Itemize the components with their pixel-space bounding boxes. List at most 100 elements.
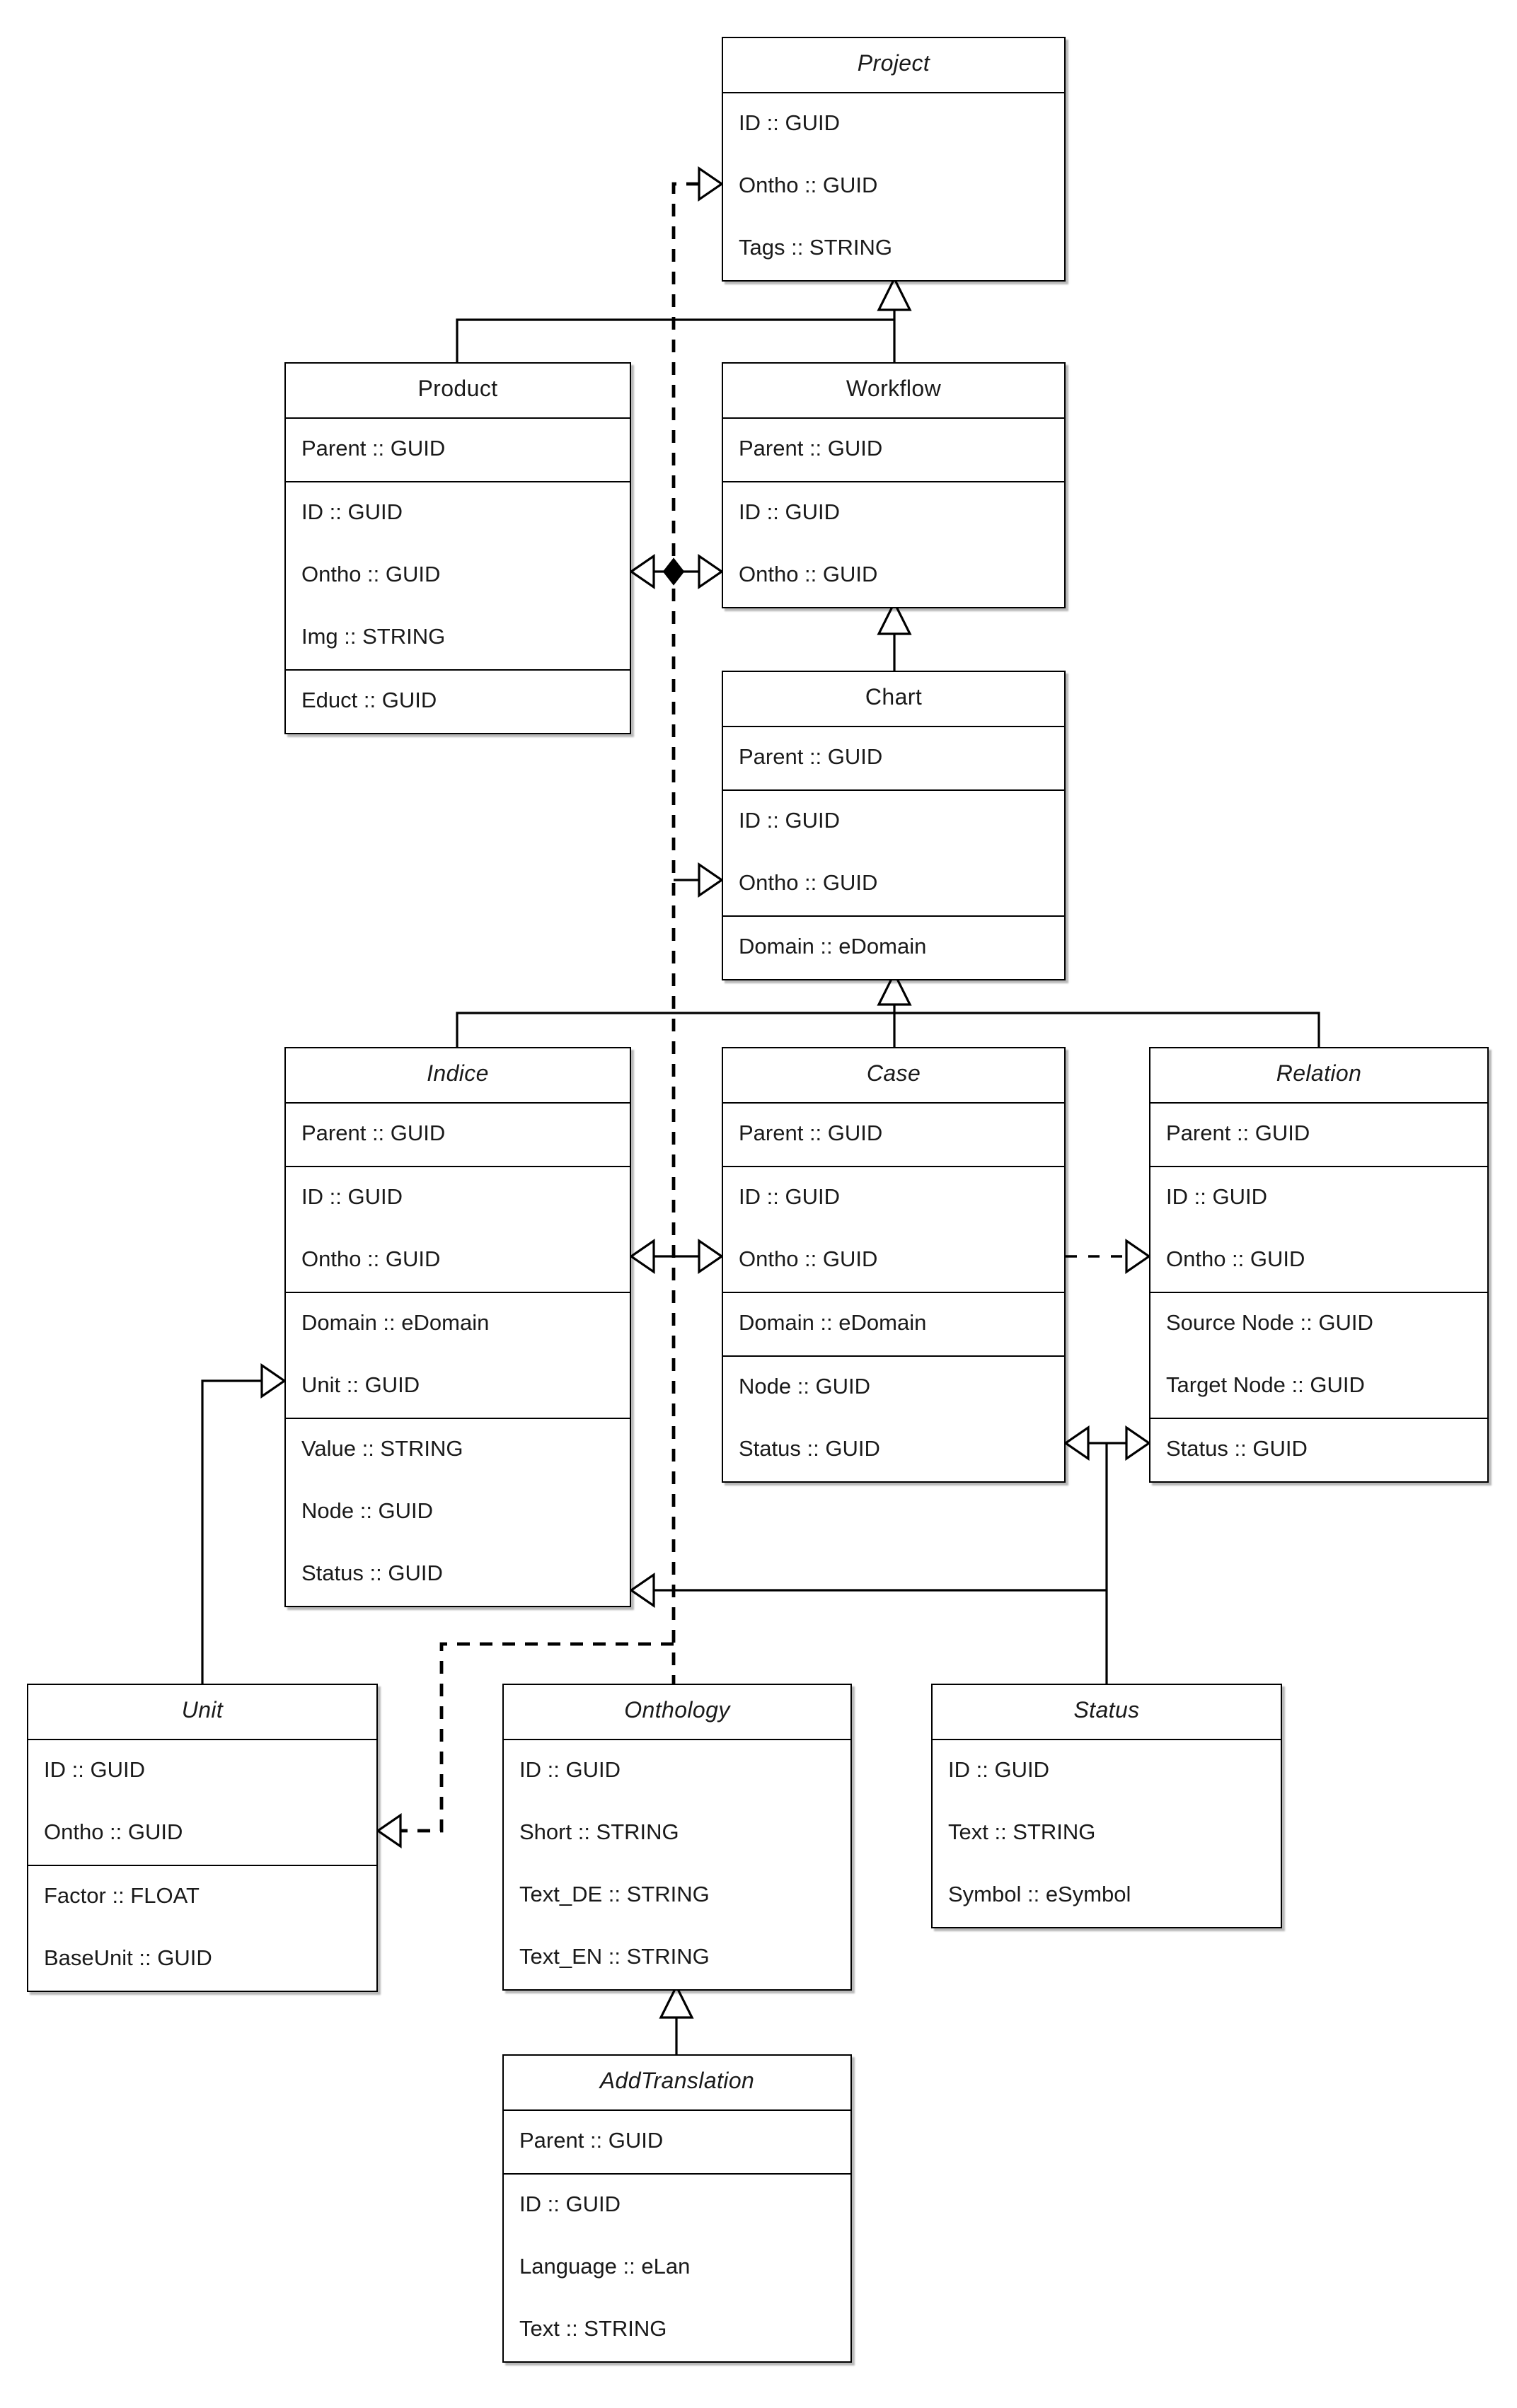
attribute-row: BaseUnit :: GUID xyxy=(44,1947,212,1971)
class-title-addtranslation: AddTranslation xyxy=(599,2070,755,2094)
attribute-row: Status :: GUID xyxy=(739,1437,880,1461)
attribute-row: Ontho :: GUID xyxy=(739,872,878,896)
class-title-indice: Indice xyxy=(427,1063,489,1087)
attribute-row: Source Node :: GUID xyxy=(1166,1312,1373,1336)
attribute-row: ID :: GUID xyxy=(519,1759,621,1783)
attribute-row: Parent :: GUID xyxy=(739,746,883,770)
compartment-chart-0: Parent :: GUID xyxy=(723,726,1064,789)
class-title-status: Status xyxy=(1073,1699,1140,1723)
class-title-onthology: Onthology xyxy=(624,1699,730,1723)
attribute-row: Text_DE :: STRING xyxy=(519,1883,710,1907)
attribute-row: Ontho :: GUID xyxy=(44,1821,183,1845)
attribute-row: Domain :: eDomain xyxy=(739,935,927,959)
class-title-unit: Unit xyxy=(181,1699,224,1723)
attribute-row: Ontho :: GUID xyxy=(739,563,878,587)
link-status-to-case-relation-indice xyxy=(629,1425,1151,1684)
attribute-row: Tags :: STRING xyxy=(739,236,893,260)
attribute-row: ID :: GUID xyxy=(44,1759,145,1783)
attribute-row: Node :: GUID xyxy=(739,1375,871,1399)
attribute-row: Short :: STRING xyxy=(519,1821,679,1845)
dashed-arrow-into-unit xyxy=(376,1812,402,1849)
attribute-row: Target Node :: GUID xyxy=(1166,1374,1365,1398)
attribute-row: Factor :: FLOAT xyxy=(44,1885,200,1909)
attribute-row: Parent :: GUID xyxy=(301,1122,446,1146)
attribute-row: Node :: GUID xyxy=(301,1500,434,1524)
attribute-row: Text :: STRING xyxy=(948,1821,1096,1845)
attribute-row: Parent :: GUID xyxy=(519,2129,664,2153)
attribute-row: ID :: GUID xyxy=(948,1759,1049,1783)
attribute-row: Educt :: GUID xyxy=(301,689,437,713)
dashed-arrows-indice-case xyxy=(629,1238,724,1275)
dashed-arrow-into-chart xyxy=(674,862,724,898)
attribute-row: Img :: STRING xyxy=(301,625,446,649)
attribute-row: Text_EN :: STRING xyxy=(519,1945,710,1969)
attribute-row: ID :: GUID xyxy=(301,501,403,525)
attribute-row: Value :: STRING xyxy=(301,1437,463,1461)
attribute-row: Ontho :: GUID xyxy=(301,563,441,587)
attribute-row: ID :: GUID xyxy=(739,1186,840,1210)
class-title-project: Project xyxy=(857,52,930,76)
class-title-relation: Relation xyxy=(1276,1063,1362,1087)
compartment-workflow-0: Parent :: GUID xyxy=(723,417,1064,481)
class-title-workflow: Workflow xyxy=(846,378,942,402)
compartment-product-0: Parent :: GUID xyxy=(286,417,630,481)
compartment-relation-0: Parent :: GUID xyxy=(1150,1102,1487,1166)
class-title-chart: Chart xyxy=(865,686,923,710)
dashed-arrows-product-workflow xyxy=(629,553,724,590)
generalization-indice-case-relation-to-chart xyxy=(456,971,1320,1047)
dashed-arrow-into-project xyxy=(698,166,724,202)
attribute-row: Parent :: GUID xyxy=(739,437,883,461)
attribute-row: Parent :: GUID xyxy=(1166,1122,1310,1146)
attribute-row: Ontho :: GUID xyxy=(1166,1248,1305,1272)
class-title-case: Case xyxy=(866,1063,921,1087)
attribute-row: Language :: eLan xyxy=(519,2255,691,2279)
attribute-row: Ontho :: GUID xyxy=(739,1248,878,1272)
attribute-row: ID :: GUID xyxy=(739,112,840,136)
compartment-relation-3: Status :: GUID xyxy=(1150,1418,1487,1481)
attribute-row: Unit :: GUID xyxy=(301,1374,420,1398)
attribute-row: ID :: GUID xyxy=(1166,1186,1267,1210)
attribute-row: Text :: STRING xyxy=(519,2317,667,2342)
generalization-chart-to-workflow xyxy=(877,600,912,671)
attribute-row: ID :: GUID xyxy=(519,2193,621,2217)
attribute-row: ID :: GUID xyxy=(739,501,840,525)
attribute-row: Parent :: GUID xyxy=(301,437,446,461)
attribute-row: Domain :: eDomain xyxy=(739,1312,927,1336)
attribute-row: Parent :: GUID xyxy=(739,1122,883,1146)
attribute-row: Ontho :: GUID xyxy=(739,174,878,198)
attribute-row: ID :: GUID xyxy=(301,1186,403,1210)
compartment-product-2: Educt :: GUID xyxy=(286,669,630,733)
class-title-product: Product xyxy=(417,378,498,402)
attribute-row: ID :: GUID xyxy=(739,809,840,833)
dashed-arrow-case-to-relation xyxy=(1066,1238,1151,1275)
attribute-row: Status :: GUID xyxy=(301,1562,443,1586)
compartment-case-0: Parent :: GUID xyxy=(723,1102,1064,1166)
attribute-row: Ontho :: GUID xyxy=(301,1248,441,1272)
